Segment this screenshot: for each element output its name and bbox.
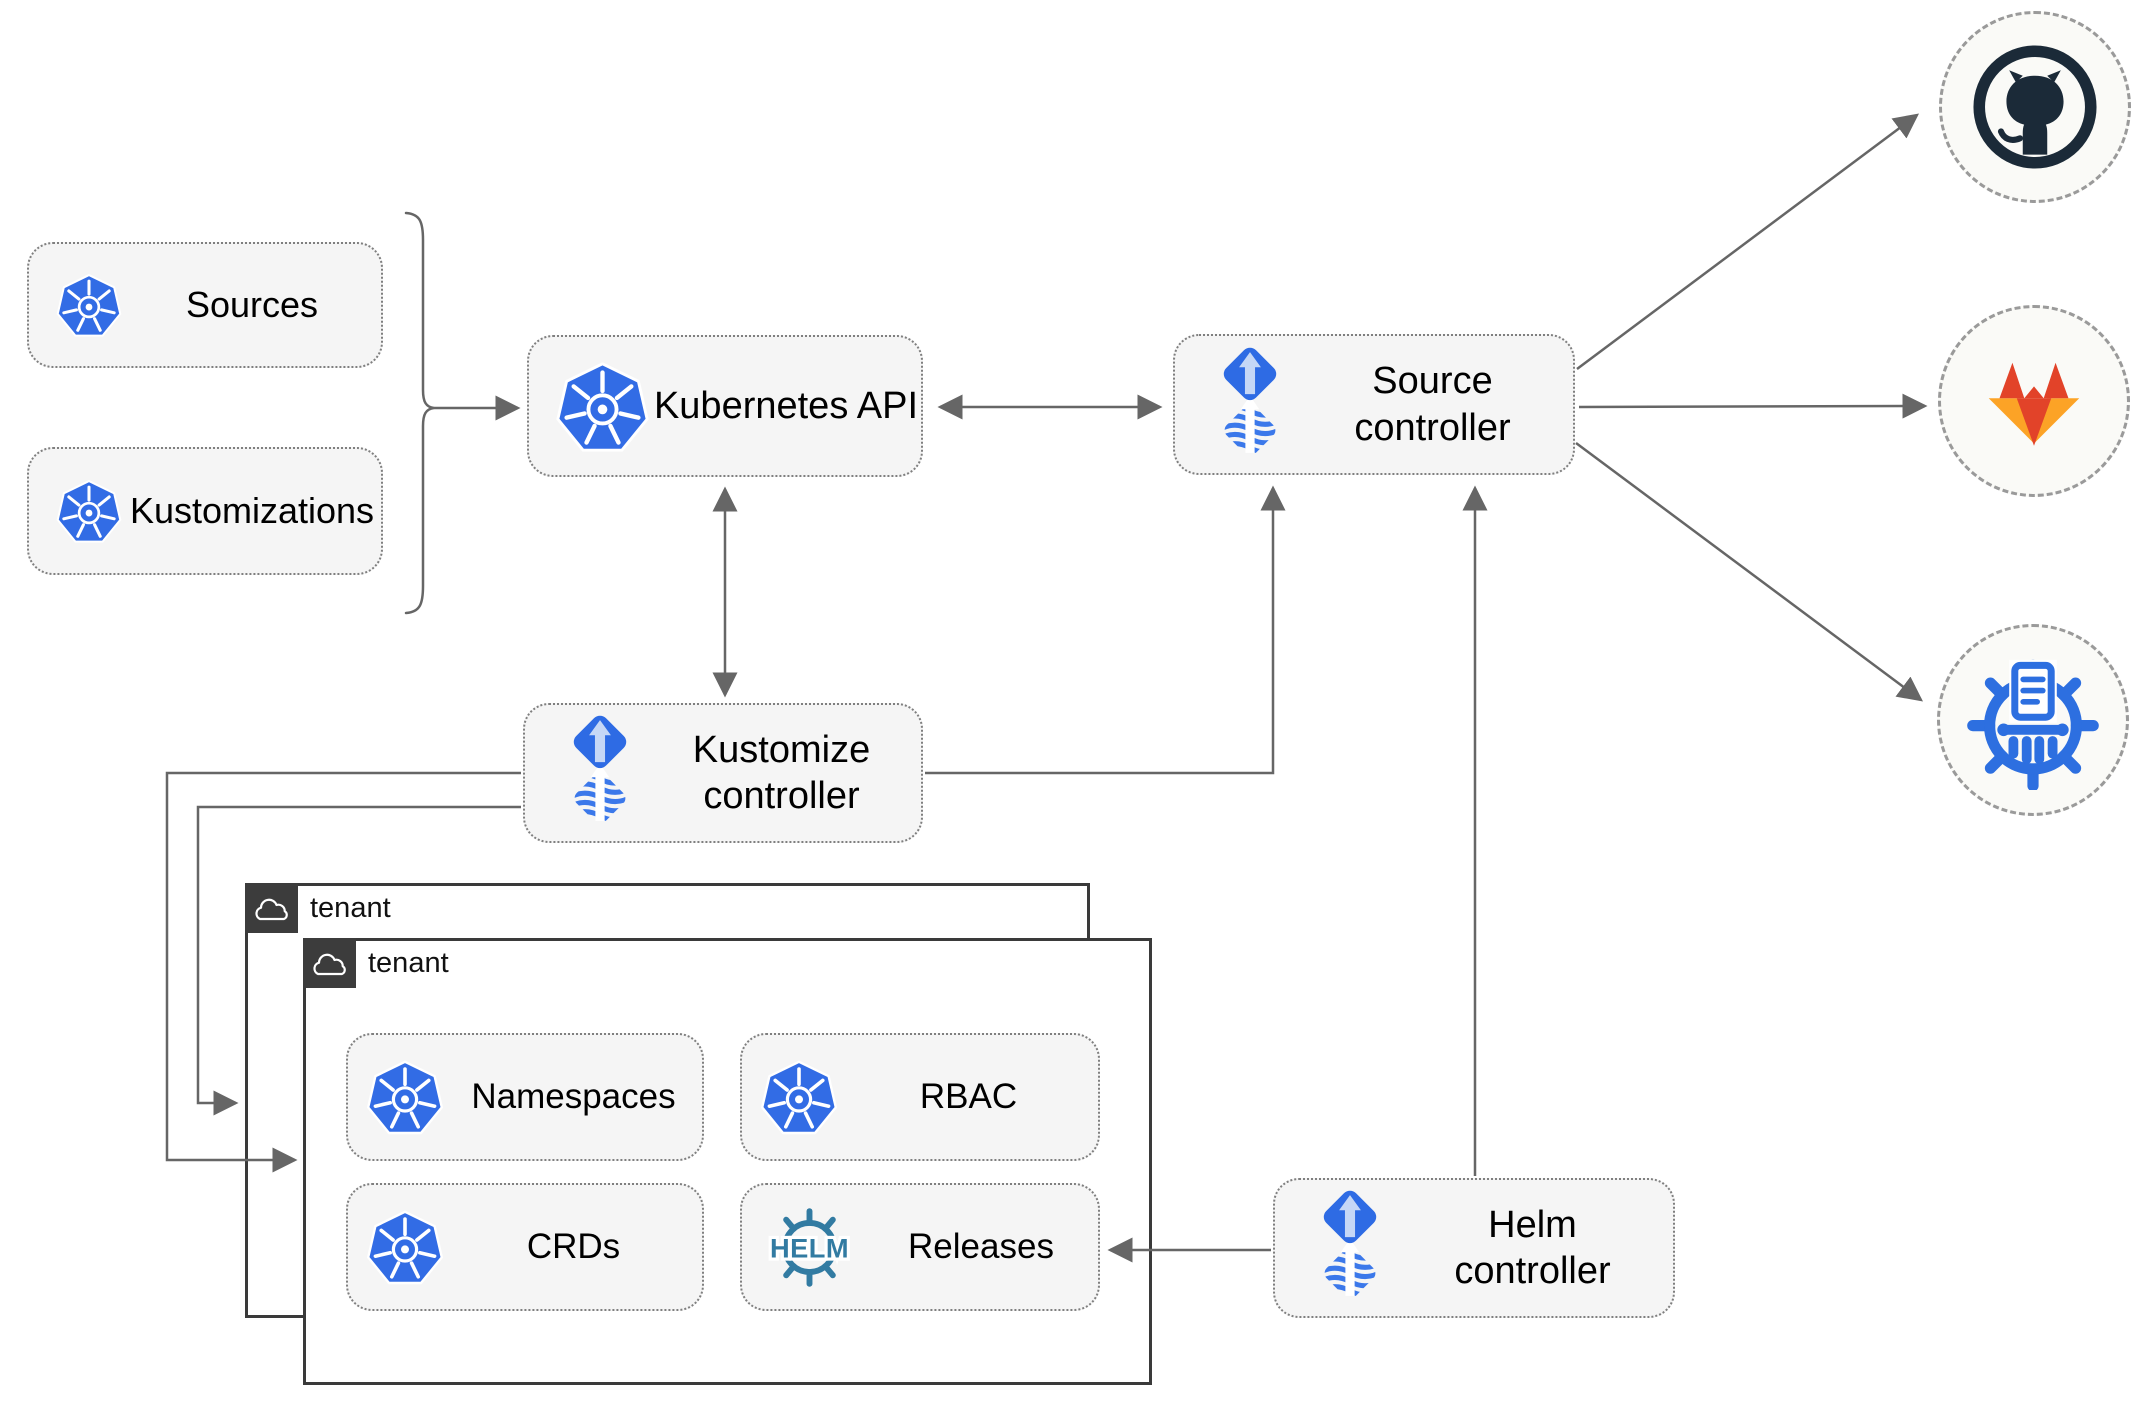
flux-icon bbox=[1208, 342, 1292, 468]
node-namespaces-label: Namespaces bbox=[471, 1077, 676, 1116]
node-crds: CRDs bbox=[346, 1183, 704, 1311]
github-icon bbox=[1967, 39, 2103, 175]
cloud-icon bbox=[253, 895, 291, 921]
node-rbac-label: RBAC bbox=[919, 1077, 1018, 1116]
edge-source-controller-to-gitlab bbox=[1578, 393, 1928, 419]
tenant-inner-tab bbox=[303, 938, 356, 988]
external-github bbox=[1939, 11, 2131, 203]
node-kustomizations: Kustomizations bbox=[27, 447, 383, 575]
flux-icon bbox=[1308, 1185, 1392, 1311]
kubernetes-icon bbox=[55, 477, 123, 545]
edge-source-controller-to-github bbox=[1576, 113, 1920, 371]
node-releases-label: Releases bbox=[908, 1227, 1054, 1266]
tenant-outer-label: tenant bbox=[310, 891, 391, 924]
tenant-inner-label: tenant bbox=[368, 946, 449, 979]
kubernetes-icon bbox=[365, 1057, 445, 1137]
gitlab-icon bbox=[1980, 353, 2088, 450]
node-kustomize-controller: Kustomize controller bbox=[523, 703, 923, 843]
flux-icon bbox=[558, 710, 642, 836]
kubernetes-icon bbox=[554, 358, 651, 455]
node-kustomize-controller-label: Kustomize controller bbox=[692, 728, 871, 817]
external-chartmuseum bbox=[1937, 624, 2129, 816]
node-sources: Sources bbox=[27, 242, 383, 368]
helm-icon: HELM bbox=[767, 1207, 852, 1287]
node-source-controller-label: Source controller bbox=[1354, 360, 1511, 449]
node-releases: HELM Releases bbox=[740, 1183, 1100, 1311]
edge-source-controller-to-chartmuseum bbox=[1575, 441, 1924, 702]
node-kubernetes-api-label: Kubernetes API bbox=[653, 384, 919, 427]
node-sources-label: Sources bbox=[185, 284, 319, 325]
external-gitlab bbox=[1938, 305, 2130, 497]
tenant-box-inner: tenant bbox=[303, 938, 1152, 1385]
cloud-icon bbox=[311, 950, 349, 976]
node-helm-controller-label: Helm controller bbox=[1454, 1203, 1611, 1292]
node-source-controller: Source controller bbox=[1173, 334, 1575, 475]
node-crds-label: CRDs bbox=[526, 1227, 621, 1266]
kubernetes-icon bbox=[55, 271, 123, 339]
node-namespaces: Namespaces bbox=[346, 1033, 704, 1161]
chartmuseum-icon bbox=[1963, 650, 2103, 790]
edge-kustomize-controller-to-source-controller bbox=[925, 485, 1286, 775]
helm-logo-text: HELM bbox=[770, 1232, 849, 1263]
node-kubernetes-api: Kubernetes API bbox=[527, 335, 923, 477]
bracket-sources-kustomizations bbox=[404, 211, 435, 615]
tenant-outer-tab bbox=[245, 883, 298, 933]
kubernetes-icon bbox=[365, 1207, 445, 1287]
node-kustomizations-label: Kustomizations bbox=[129, 490, 375, 531]
node-helm-controller: Helm controller bbox=[1273, 1178, 1675, 1318]
node-rbac: RBAC bbox=[740, 1033, 1100, 1161]
kubernetes-icon bbox=[759, 1057, 839, 1137]
